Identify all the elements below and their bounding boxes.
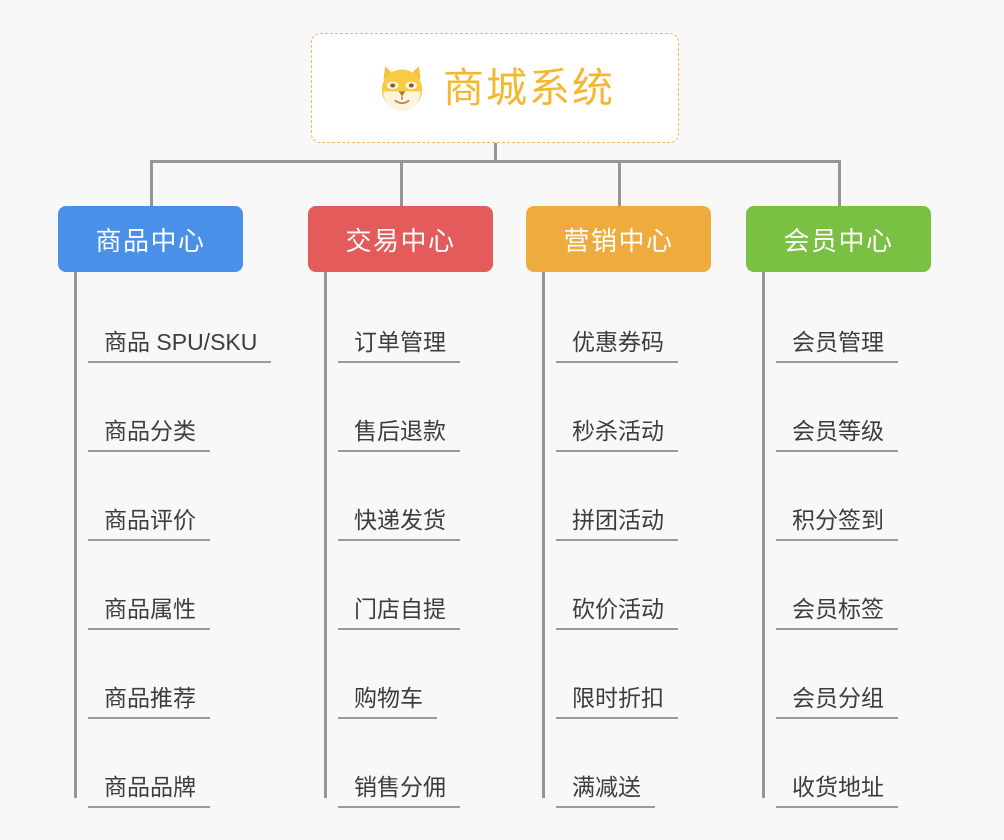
list-item[interactable]: 商品 SPU/SKU <box>74 280 272 369</box>
connector-drop-3 <box>838 160 841 208</box>
category-header-1[interactable]: 交易中心 <box>308 206 493 272</box>
category-label-3: 会员中心 <box>783 225 894 256</box>
leaf-label: 快递发货 <box>338 507 460 541</box>
list-item[interactable]: 快递发货 <box>324 458 493 547</box>
list-item[interactable]: 商品品牌 <box>74 725 243 814</box>
leaf-label: 收货地址 <box>776 774 898 808</box>
leaf-label: 订单管理 <box>338 329 460 363</box>
leaf-label: 会员等级 <box>776 418 898 452</box>
list-item[interactable]: 满减送 <box>542 725 711 814</box>
leaf-label: 优惠券码 <box>556 329 678 363</box>
leaf-list-3: 会员管理 会员等级 积分签到 会员标签 会员分组 收货地址 <box>762 272 931 814</box>
list-item[interactable]: 订单管理 <box>324 280 493 369</box>
list-item[interactable]: 商品评价 <box>74 458 243 547</box>
list-item[interactable]: 门店自提 <box>324 547 493 636</box>
list-item[interactable]: 售后退款 <box>324 369 493 458</box>
leaf-label: 会员分组 <box>776 685 898 719</box>
shiba-dog-emoji <box>381 66 423 112</box>
leaf-list-1: 订单管理 售后退款 快递发货 门店自提 购物车 销售分佣 <box>324 272 493 814</box>
leaf-label: 秒杀活动 <box>556 418 678 452</box>
category-label-2: 营销中心 <box>563 225 674 256</box>
leaf-label: 拼团活动 <box>556 507 678 541</box>
leaf-label: 商品评价 <box>88 507 210 541</box>
leaf-label: 商品 SPU/SKU <box>88 329 272 363</box>
connector-drop-0 <box>150 160 153 208</box>
category-header-3[interactable]: 会员中心 <box>746 206 931 272</box>
leaf-list-0: 商品 SPU/SKU 商品分类 商品评价 商品属性 商品推荐 商品品牌 <box>74 272 272 814</box>
category-column-2: 营销中心 优惠券码 秒杀活动 拼团活动 砍价活动 限时折扣 满减送 <box>526 206 711 814</box>
category-column-3: 会员中心 会员管理 会员等级 积分签到 会员标签 会员分组 收货地址 <box>746 206 931 814</box>
leaf-label: 销售分佣 <box>338 774 460 808</box>
leaf-label: 会员标签 <box>776 596 898 630</box>
leaf-label: 商品属性 <box>88 596 210 630</box>
list-item[interactable]: 商品推荐 <box>74 636 243 725</box>
category-column-1: 交易中心 订单管理 售后退款 快递发货 门店自提 购物车 销售分佣 <box>308 206 493 814</box>
list-item[interactable]: 拼团活动 <box>542 458 711 547</box>
list-item[interactable]: 会员分组 <box>762 636 931 725</box>
root-node[interactable]: 商城系统 <box>311 33 679 143</box>
list-item[interactable]: 商品属性 <box>74 547 243 636</box>
list-item[interactable]: 砍价活动 <box>542 547 711 636</box>
list-item[interactable]: 限时折扣 <box>542 636 711 725</box>
connector-drop-1 <box>400 160 403 208</box>
list-item[interactable]: 购物车 <box>324 636 493 725</box>
column-spine-1 <box>324 272 327 798</box>
list-item[interactable]: 商品分类 <box>74 369 243 458</box>
leaf-label: 会员管理 <box>776 329 898 363</box>
leaf-label: 门店自提 <box>338 596 460 630</box>
leaf-list-2: 优惠券码 秒杀活动 拼团活动 砍价活动 限时折扣 满减送 <box>542 272 711 814</box>
column-spine-3 <box>762 272 765 798</box>
leaf-label: 积分签到 <box>776 507 898 541</box>
leaf-label: 满减送 <box>556 774 655 808</box>
category-header-0[interactable]: 商品中心 <box>58 206 243 272</box>
list-item[interactable]: 会员管理 <box>762 280 931 369</box>
leaf-label: 售后退款 <box>338 418 460 452</box>
column-spine-0 <box>74 272 77 798</box>
leaf-label: 商品推荐 <box>88 685 210 719</box>
leaf-label: 限时折扣 <box>556 685 678 719</box>
connector-drop-2 <box>618 160 621 208</box>
category-header-2[interactable]: 营销中心 <box>526 206 711 272</box>
connector-root-stem <box>494 143 497 163</box>
category-label-0: 商品中心 <box>95 225 206 256</box>
category-label-1: 交易中心 <box>345 225 456 256</box>
leaf-label: 购物车 <box>338 685 437 719</box>
list-item[interactable]: 销售分佣 <box>324 725 493 814</box>
leaf-label: 商品品牌 <box>88 774 210 808</box>
list-item[interactable]: 会员标签 <box>762 547 931 636</box>
list-item[interactable]: 收货地址 <box>762 725 931 814</box>
leaf-label: 砍价活动 <box>556 596 678 630</box>
column-spine-2 <box>542 272 545 798</box>
list-item[interactable]: 积分签到 <box>762 458 931 547</box>
category-column-0: 商品中心 商品 SPU/SKU 商品分类 商品评价 商品属性 商品推荐 商品品牌 <box>58 206 272 814</box>
list-item[interactable]: 优惠券码 <box>542 280 711 369</box>
list-item[interactable]: 秒杀活动 <box>542 369 711 458</box>
leaf-label: 商品分类 <box>88 418 210 452</box>
connector-bus <box>150 160 841 163</box>
list-item[interactable]: 会员等级 <box>762 369 931 458</box>
root-title: 商城系统 <box>443 64 615 111</box>
